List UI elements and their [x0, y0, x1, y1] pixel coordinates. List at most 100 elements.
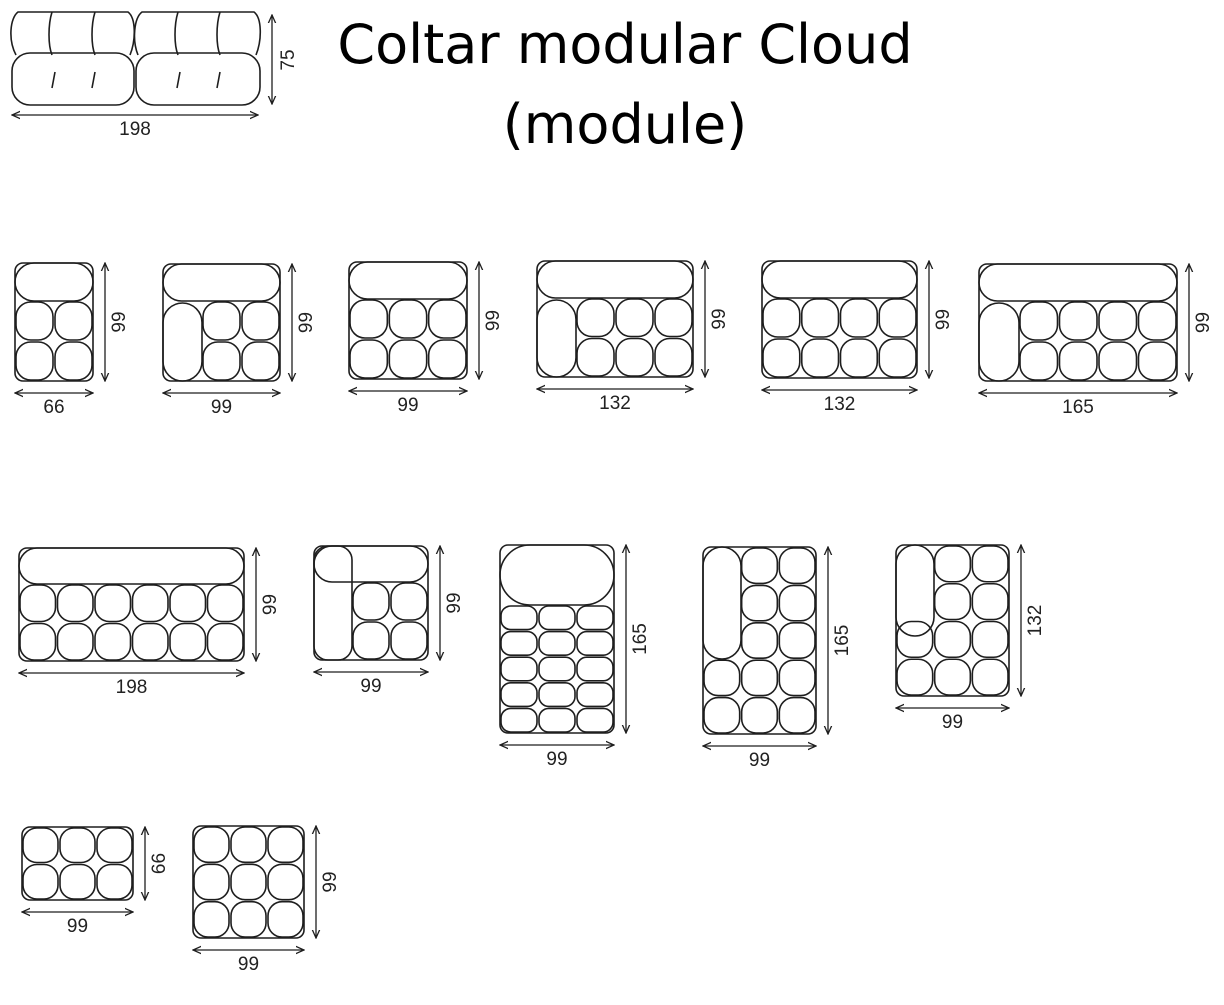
seat-cushion	[778, 621, 816, 659]
seat-cushion	[427, 339, 467, 379]
seat-cushion	[576, 707, 614, 733]
depth-label: 66	[149, 853, 170, 874]
seat-cushion	[202, 301, 241, 341]
side-cushion	[895, 544, 935, 637]
module-outline	[192, 825, 305, 939]
seat-cushion	[971, 658, 1009, 696]
seat-cushion	[576, 681, 614, 708]
module-outline	[761, 260, 918, 379]
backrest-cushion	[978, 263, 1178, 302]
depth-label: 99	[320, 871, 341, 892]
seat-cushion	[94, 584, 132, 623]
seat-cushion	[193, 826, 230, 864]
module-outline	[499, 544, 615, 734]
depth-label: 132	[1025, 605, 1046, 637]
seat-cushion	[1098, 341, 1138, 381]
seat-cushion	[169, 584, 207, 623]
seat-cushion	[500, 630, 538, 656]
seat-cushion	[740, 621, 779, 659]
module-outline	[348, 261, 468, 380]
seat-cushion	[778, 547, 816, 585]
backrest-cushion	[761, 260, 918, 299]
seat-cushion	[1019, 341, 1059, 381]
seat-cushion	[54, 341, 93, 381]
backrest-cushion	[162, 263, 281, 302]
width-label: 99	[238, 954, 259, 975]
backrest-cushion	[348, 261, 468, 300]
seat-cushion	[352, 582, 390, 621]
seat-cushion	[427, 299, 467, 339]
seat-cushion	[500, 656, 538, 682]
seat-cushion	[576, 298, 615, 338]
seat-cushion	[500, 605, 538, 631]
seat-cushion	[703, 696, 741, 734]
seat-cushion	[500, 681, 538, 708]
seat-cushion	[778, 659, 816, 697]
module-outline	[313, 545, 429, 661]
module-outline	[536, 260, 694, 378]
seat-cushion	[933, 620, 972, 659]
seat-cushion	[800, 338, 840, 378]
seat-cushion	[193, 900, 230, 938]
seat-cushion	[778, 584, 816, 622]
module-outline	[18, 547, 245, 662]
seat-cushion	[933, 582, 972, 621]
seat-cushion	[267, 826, 304, 864]
modules-layer: 6699999999991329913299165991989999999916…	[15, 261, 1214, 975]
seat-cushion	[576, 605, 614, 631]
width-label: 99	[67, 916, 88, 937]
seat-cushion	[352, 621, 390, 660]
depth-label: 165	[630, 623, 651, 655]
seat-cushion	[615, 337, 654, 377]
seat-cushion	[1137, 341, 1177, 381]
backrest-cushion	[499, 544, 615, 606]
seat-cushion	[878, 298, 917, 338]
seat-cushion	[500, 707, 538, 733]
seat-cushion	[933, 658, 972, 696]
seat-cushion	[971, 582, 1009, 621]
title-line-1: Coltar modular Cloud	[337, 13, 913, 76]
seat-cushion	[839, 338, 879, 378]
seat-cushion	[1058, 341, 1098, 381]
seat-cushion	[56, 622, 94, 661]
seat-cushion	[654, 298, 693, 338]
width-label: 99	[211, 397, 232, 418]
seat-cushion	[839, 298, 879, 338]
backrest-cushion	[14, 262, 94, 302]
seat-cushion	[193, 863, 230, 901]
module-outline	[978, 263, 1178, 382]
seat-cushion	[230, 863, 267, 901]
seat-cushion	[1019, 301, 1059, 341]
seat-cushion	[59, 827, 96, 864]
seat-cushion	[54, 301, 93, 341]
seat-cushion	[230, 900, 267, 938]
backrest-cushion	[313, 545, 429, 583]
seat-cushion	[15, 301, 54, 341]
width-label: 132	[824, 394, 856, 415]
seat-cushion	[538, 630, 576, 656]
seat-cushion	[267, 900, 304, 938]
seat-cushion	[22, 863, 59, 900]
seat-cushion	[800, 298, 840, 338]
seat-cushion	[576, 656, 614, 682]
seat-cushion	[933, 545, 972, 583]
module-outline	[702, 546, 817, 735]
seat-cushion	[390, 621, 428, 660]
seat-cushion	[762, 338, 801, 378]
depth-label: 99	[1193, 312, 1214, 333]
seat-cushion	[1137, 301, 1177, 341]
width-label: 66	[43, 397, 64, 418]
seat-cushion	[576, 337, 615, 377]
seat-cushion	[740, 547, 779, 585]
seat-cushion	[15, 341, 54, 381]
seat-cushion	[206, 584, 244, 623]
corner-arm-cushion	[313, 545, 353, 661]
